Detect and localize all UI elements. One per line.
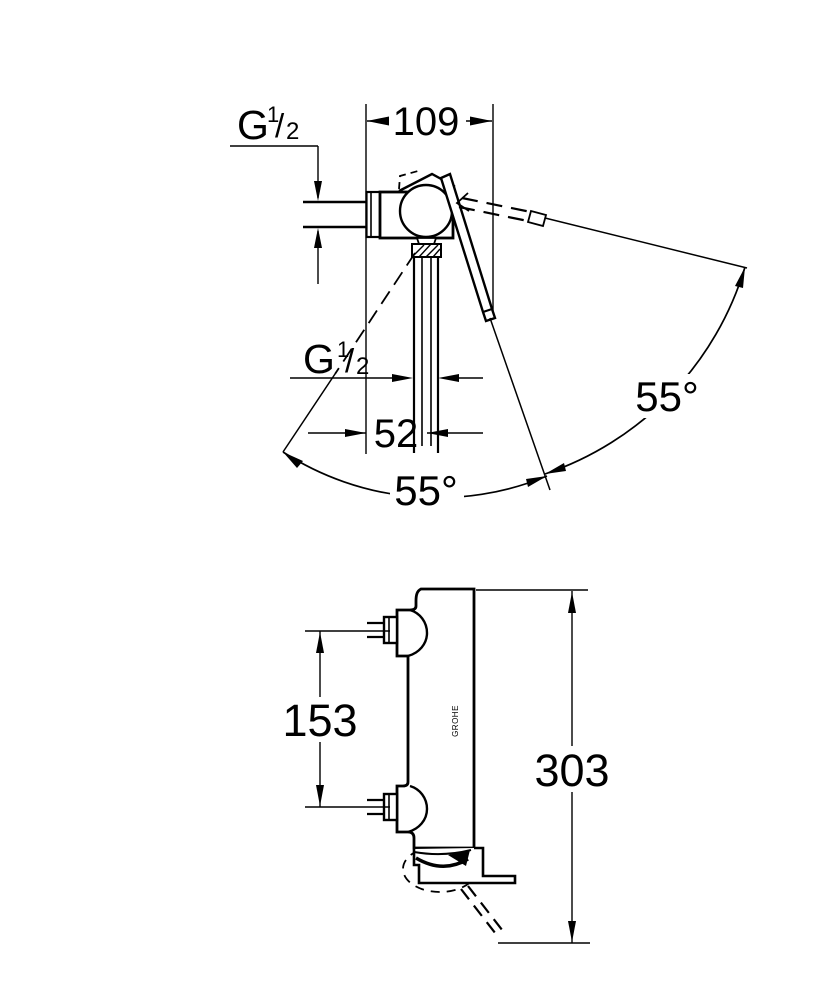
upper-union-dome [407, 608, 429, 658]
arrow-head [345, 429, 366, 437]
text-gap [386, 103, 466, 138]
angle-ray-dashed [334, 252, 416, 375]
dashed-lever-end-cap [526, 209, 548, 228]
arrow-head [545, 463, 566, 474]
angle-ray [282, 373, 336, 453]
brand-logo: GROHE [451, 705, 460, 737]
lever-axis-ray [489, 317, 551, 491]
outlet-bowl-shadow [448, 850, 470, 866]
cartridge-dome [398, 183, 454, 239]
flange-hatching [412, 243, 441, 258]
arrow-head [568, 592, 576, 613]
arrow-head [568, 921, 576, 942]
angle-label-upper: 55° [635, 373, 699, 420]
hose-dashed-line [460, 888, 500, 939]
arrow-head [316, 632, 324, 653]
dashed-lever-line [458, 205, 529, 223]
arrow-head [438, 374, 459, 382]
lower-union-dome [407, 784, 429, 834]
upper-union-nut [382, 615, 399, 645]
dimension-label-303: 303 [534, 745, 609, 796]
arrow-head [367, 116, 389, 126]
dimension-label-109: 109 [393, 100, 460, 144]
dimension-303: 303 [476, 589, 610, 944]
arrow-head [427, 429, 448, 437]
arrow-head [314, 181, 322, 201]
extension-lines [365, 104, 494, 454]
arrow-head [735, 267, 745, 288]
angle-55-upper: 55° [489, 217, 748, 491]
arrow-head [283, 452, 303, 468]
angle-ray [544, 217, 748, 269]
arrow-head [314, 228, 322, 248]
outlet-block [412, 846, 517, 885]
lever-handle [439, 172, 497, 323]
thread-label-num: 1 [267, 102, 279, 127]
hatch-line [418, 243, 432, 258]
hatch-line [425, 244, 439, 258]
mixer-body-front: GROHE [367, 587, 476, 850]
thread-label-g: G [303, 336, 335, 382]
hose-dashed-line [467, 885, 507, 936]
hatch-line [432, 248, 441, 258]
lever-open-dashed [455, 192, 548, 228]
side-view: 109 G 1 / 2 [230, 100, 748, 514]
dashed-lever-line [461, 196, 532, 214]
text-gap [282, 697, 358, 742]
outlet-front [412, 846, 517, 939]
thread-label-slash: / [275, 107, 285, 144]
thread-label-slash: / [345, 342, 355, 379]
mixer-body-side [303, 170, 456, 453]
angle-55-lower: 55° [282, 252, 548, 514]
arrow-head [316, 785, 324, 806]
dimension-outlet-thread: G 1 / 2 [290, 336, 483, 382]
front-view: GROHE 153 303 [282, 587, 610, 944]
angle-arc [544, 266, 746, 475]
arrow-head [470, 116, 492, 126]
lever-cap-dashed-outline [398, 170, 419, 190]
text-gap [534, 746, 610, 792]
wall-union-fitting [365, 190, 382, 239]
lever-closed [439, 172, 497, 323]
lever-end-cap-line [482, 308, 493, 313]
angle-label-lower: 55° [394, 467, 458, 514]
thread-label-den: 2 [286, 118, 299, 145]
text-gap [634, 374, 706, 418]
dimension-inlet-thread: G 1 / 2 [230, 102, 322, 284]
dimension-label-153: 153 [282, 695, 357, 746]
dimension-52: 52 [308, 412, 483, 456]
text-gap [390, 470, 464, 508]
arrow-head [526, 476, 547, 487]
thread-label-den: 2 [356, 353, 369, 380]
thread-label-g: G [237, 102, 269, 148]
dimension-153: 153 [282, 630, 390, 808]
dimension-label-52: 52 [374, 412, 419, 456]
dimension-109: 109 [367, 100, 492, 144]
arrow-head [392, 374, 413, 382]
body-outline [395, 587, 476, 850]
